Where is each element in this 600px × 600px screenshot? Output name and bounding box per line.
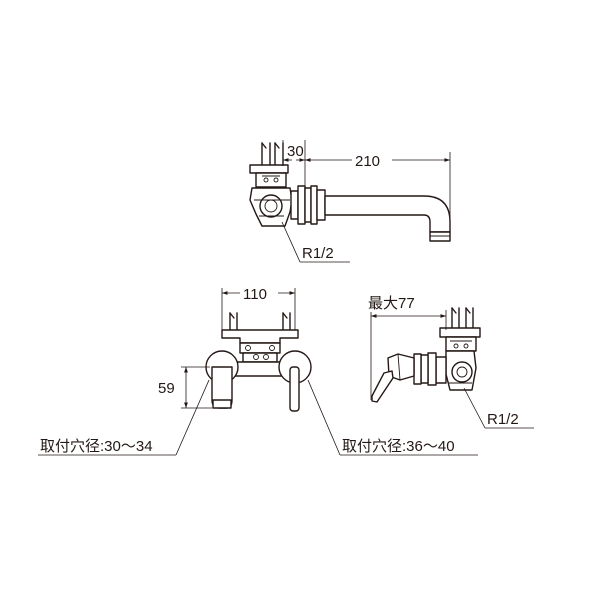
top-escutcheon: [290, 185, 326, 225]
hole-left-label: 取付穴径:30～34: [40, 438, 153, 455]
side-escutcheon: [413, 352, 447, 386]
spout: [324, 195, 451, 242]
top-mounting-bracket: [249, 142, 289, 188]
side-view: 最大77 R1/2: [366, 294, 534, 429]
side-thread-callout: R1/2: [463, 387, 534, 429]
front-left-escutcheon: [205, 350, 239, 409]
dim-110-label: 110: [243, 286, 267, 303]
front-mounting-bracket: [221, 312, 299, 363]
front-right-escutcheon: [278, 350, 312, 412]
dim-30-label: 30: [287, 143, 304, 160]
top-thread-callout: R1/2: [281, 221, 350, 263]
hole-right-callout: 取付穴径:36～40: [307, 379, 478, 456]
side-handle: [371, 353, 415, 403]
side-valve-body: [445, 350, 477, 391]
dim-max-77-label: 最大77: [368, 295, 415, 312]
dim-210-text: 210: [355, 153, 380, 170]
dim-59: 59: [158, 366, 212, 409]
dim-30: 30: [282, 140, 306, 186]
dim-59-label: 59: [158, 380, 175, 397]
dim-210: 210: [305, 150, 451, 220]
front-view: 110 59 取付穴径:30～34 取付穴径:36～40: [38, 283, 478, 456]
side-thread-label: R1/2: [487, 411, 519, 428]
top-valve-body: [249, 187, 293, 227]
dim-110: 110: [221, 283, 296, 330]
hole-right-label: 取付穴径:36～40: [342, 438, 455, 455]
top-view: 30 210 R1/2: [249, 140, 451, 263]
dim-max-77: 最大77: [366, 294, 447, 400]
hole-left-callout: 取付穴径:30～34: [38, 379, 210, 456]
top-thread-label: R1/2: [302, 245, 334, 262]
